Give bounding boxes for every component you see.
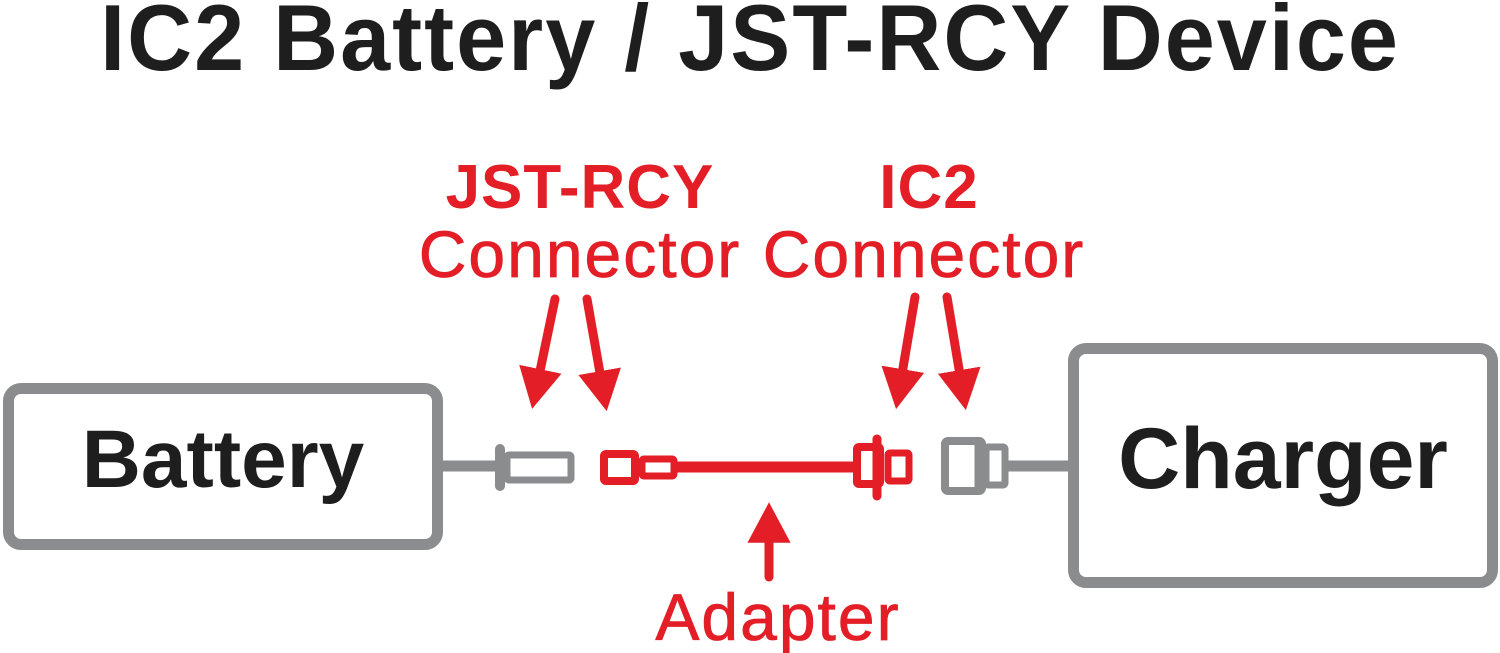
jst-rcy-connector-label-sub: Connector <box>418 217 742 291</box>
battery-box: Battery <box>3 383 443 550</box>
ic2-connector-label-sub: Connector <box>762 217 1086 291</box>
ic2-device-connector-icon <box>941 437 1009 495</box>
charger-box: Charger <box>1068 343 1498 588</box>
battery-label: Battery <box>81 413 365 505</box>
arrow-down-jst-rcy-battery-side-icon <box>519 294 562 409</box>
arrow-down-jst-rcy-adapter-side-icon <box>578 294 621 412</box>
charger-label: Charger <box>1118 410 1448 507</box>
adapter-jst-rcy-end-icon <box>600 450 678 485</box>
arrow-down-ic2-device-side-icon <box>937 292 981 411</box>
diagram-title: IC2 Battery / JST-RCY Device <box>100 0 1400 91</box>
ic2-connector-label-heading: IC2 <box>879 153 979 222</box>
jst-rcy-male-connector-icon <box>495 444 575 491</box>
adapter-ic2-end-icon <box>853 434 913 501</box>
jst-rcy-connector-label-heading: JST-RCY <box>445 153 715 222</box>
adapter-label: Adapter <box>655 580 901 653</box>
arrow-down-ic2-adapter-side-icon <box>881 292 925 410</box>
